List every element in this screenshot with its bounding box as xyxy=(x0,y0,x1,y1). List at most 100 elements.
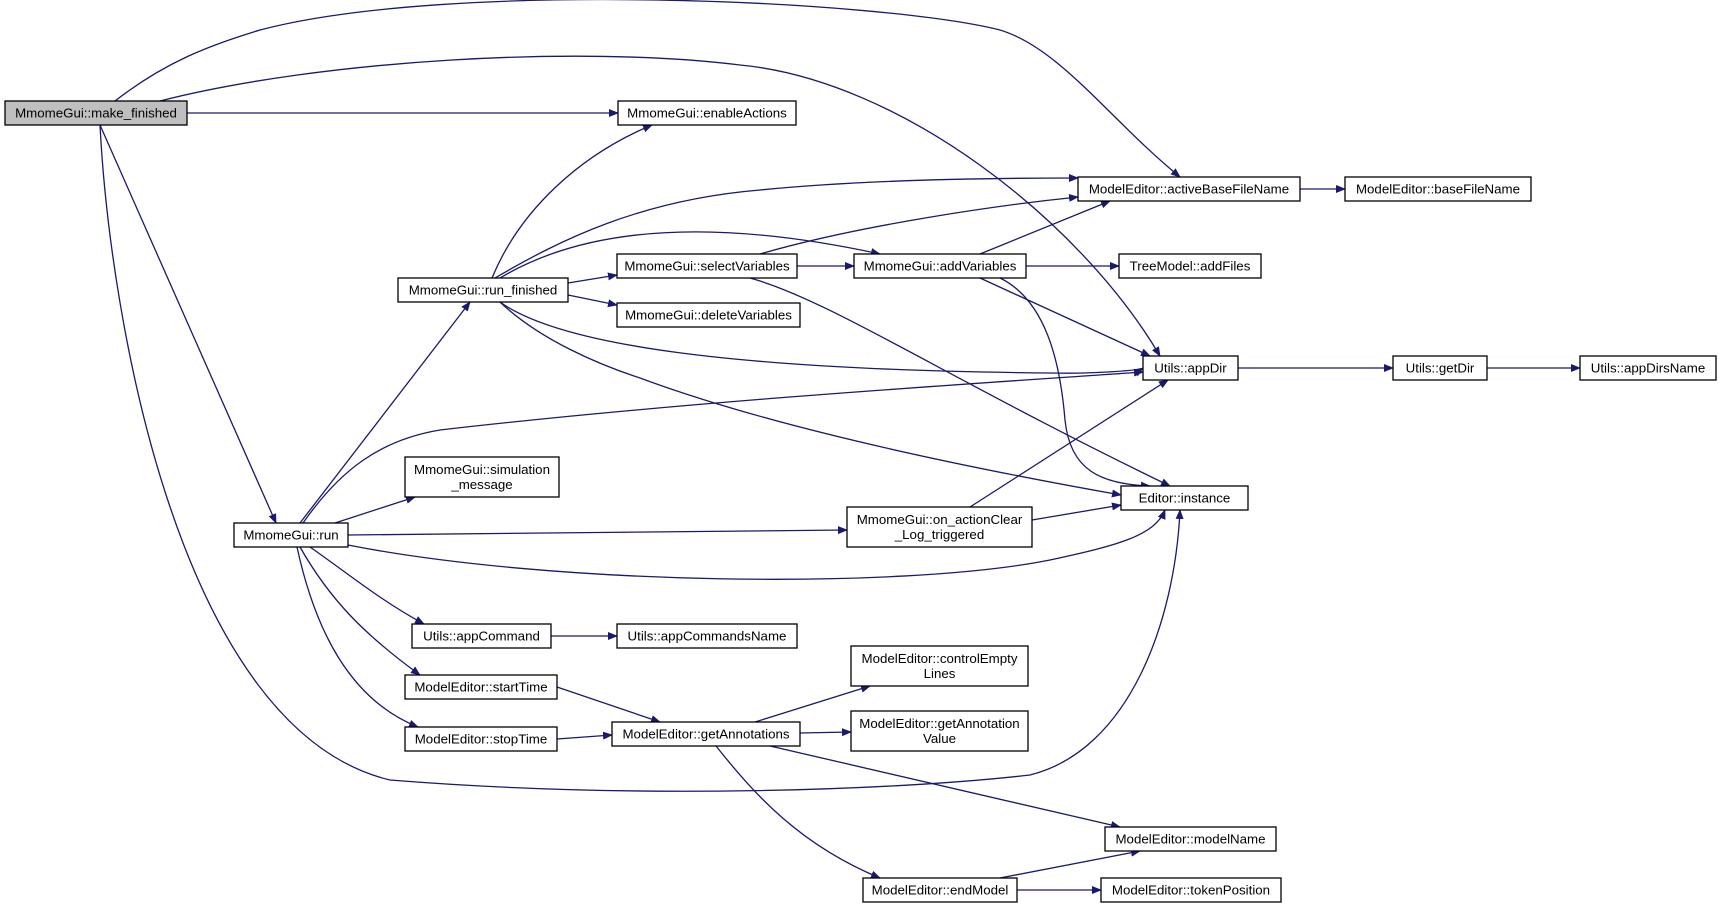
node-label: ModelEditor::getAnnotation xyxy=(859,716,1019,731)
node-run_finished[interactable]: MmomeGui::run_finished xyxy=(397,277,569,303)
edge-run_finished-to-deleteVariables xyxy=(567,294,618,308)
node-label: Utils::appDirsName xyxy=(1591,361,1706,376)
node-activeBaseFileName[interactable]: ModelEditor::activeBaseFileName xyxy=(1077,176,1301,202)
node-startTime[interactable]: ModelEditor::startTime xyxy=(404,674,558,700)
node-label: Lines xyxy=(924,666,956,681)
arrow-icon xyxy=(499,301,1122,498)
arrow-icon xyxy=(799,728,852,737)
arrow-icon xyxy=(1031,502,1122,521)
node-tokenPosition[interactable]: ModelEditor::tokenPosition xyxy=(1100,877,1282,903)
node-endModel[interactable]: ModelEditor::endModel xyxy=(862,877,1018,903)
arrow-icon xyxy=(749,277,1171,487)
edge-run-to-appDir xyxy=(302,368,1144,524)
node-box xyxy=(397,277,569,303)
arrow-icon xyxy=(99,124,1184,792)
node-box xyxy=(1392,355,1488,381)
node-addFiles[interactable]: TreeModel::addFiles xyxy=(1118,253,1262,279)
edge-run-to-instance xyxy=(347,509,1166,580)
edge-run_finished-to-addVariables xyxy=(499,231,881,279)
edge-stopTime-to-getAnnotations xyxy=(556,731,613,740)
node-appCommandsName[interactable]: Utils::appCommandsName xyxy=(616,623,798,649)
edge-on_actionClear-to-appDir xyxy=(969,379,1169,508)
node-label: MmomeGui::deleteVariables xyxy=(625,308,792,323)
arrow-icon xyxy=(334,495,416,524)
node-label: TreeModel::addFiles xyxy=(1130,259,1251,274)
node-getAnnotations[interactable]: ModelEditor::getAnnotations xyxy=(611,721,801,747)
edge-make_finished-to-run xyxy=(99,124,277,524)
arrow-icon xyxy=(296,546,419,728)
node-label: MmomeGui::selectVariables xyxy=(624,259,790,274)
arrow-icon xyxy=(347,526,848,536)
arrow-icon xyxy=(999,848,1141,879)
arrow-icon xyxy=(299,301,471,524)
edge-make_finished-to-appDir xyxy=(159,55,1161,357)
node-appCommand[interactable]: Utils::appCommand xyxy=(411,623,552,649)
edge-getAnnotations-to-modelName xyxy=(769,745,1121,829)
node-run[interactable]: MmomeGui::run xyxy=(233,522,349,548)
node-label: _Log_triggered xyxy=(894,527,984,542)
arrow-icon xyxy=(491,124,653,279)
node-on_actionClear[interactable]: MmomeGui::on_actionClear_Log_triggered xyxy=(846,506,1033,548)
node-baseFileName[interactable]: ModelEditor::baseFileName xyxy=(1344,176,1532,202)
node-label: Utils::appCommandsName xyxy=(628,629,787,644)
node-label: ModelEditor::startTime xyxy=(414,680,547,695)
edge-getAnnotations-to-endModel xyxy=(715,745,881,879)
node-box xyxy=(616,302,801,328)
edge-addVariables-to-appDir xyxy=(979,277,1151,357)
edge-endModel-to-modelName xyxy=(999,848,1141,879)
edge-on_actionClear-to-instance xyxy=(1031,502,1122,521)
node-box xyxy=(233,522,349,548)
node-appDirsName[interactable]: Utils::appDirsName xyxy=(1579,355,1717,381)
node-label: MmomeGui::run xyxy=(243,528,338,543)
edge-run-to-appCommand xyxy=(309,546,425,625)
node-addVariables[interactable]: MmomeGui::addVariables xyxy=(853,253,1027,279)
edge-run-to-stopTime xyxy=(296,546,419,728)
edge-getAnnotations-to-controlEmptyLines xyxy=(754,684,871,723)
node-box xyxy=(1104,826,1277,852)
node-box xyxy=(616,253,798,279)
node-appDir[interactable]: Utils::appDir xyxy=(1142,355,1239,381)
node-enableActions[interactable]: MmomeGui::enableActions xyxy=(617,100,797,126)
arrow-icon xyxy=(99,124,277,524)
arrow-icon xyxy=(114,0,1181,178)
edge-run_finished-to-enableActions xyxy=(491,124,653,279)
node-label: MmomeGui::make_finished xyxy=(15,106,177,121)
arrow-icon xyxy=(769,745,1121,829)
node-box xyxy=(404,674,558,700)
node-box xyxy=(611,721,801,747)
node-box xyxy=(1142,355,1239,381)
node-label: Value xyxy=(923,731,956,746)
node-label: Utils::appDir xyxy=(1154,361,1227,376)
node-make_finished[interactable]: MmomeGui::make_finished xyxy=(4,100,188,126)
edge-run_finished-to-selectVariables xyxy=(567,272,618,284)
node-label: ModelEditor::stopTime xyxy=(415,732,548,747)
arrow-icon xyxy=(567,294,618,308)
node-selectVariables[interactable]: MmomeGui::selectVariables xyxy=(616,253,798,279)
arrow-icon xyxy=(999,277,1151,490)
node-simulation_message[interactable]: MmomeGui::simulation_message xyxy=(404,456,560,498)
node-box xyxy=(404,456,560,498)
node-box xyxy=(1120,485,1249,511)
node-box xyxy=(4,100,188,126)
node-stopTime[interactable]: ModelEditor::stopTime xyxy=(404,726,558,752)
node-getDir[interactable]: Utils::getDir xyxy=(1392,355,1488,381)
arrow-icon xyxy=(556,686,661,723)
edge-run_finished-to-instance xyxy=(499,301,1122,498)
arrow-icon xyxy=(979,277,1151,357)
node-box xyxy=(616,623,798,649)
node-box xyxy=(1100,877,1282,903)
arrow-icon xyxy=(715,745,881,879)
node-label: MmomeGui::on_actionClear xyxy=(857,512,1023,527)
node-label: Utils::appCommand xyxy=(423,629,540,644)
node-label: ModelEditor::activeBaseFileName xyxy=(1089,182,1289,197)
edge-addVariables-to-activeBaseFileName xyxy=(979,200,1111,255)
edge-selectVariables-to-activeBaseFileName xyxy=(759,193,1079,255)
node-box xyxy=(1077,176,1301,202)
node-deleteVariables[interactable]: MmomeGui::deleteVariables xyxy=(616,302,801,328)
node-modelName[interactable]: ModelEditor::modelName xyxy=(1104,826,1277,852)
node-instance[interactable]: Editor::instance xyxy=(1120,485,1249,511)
arrow-icon xyxy=(759,193,1079,255)
